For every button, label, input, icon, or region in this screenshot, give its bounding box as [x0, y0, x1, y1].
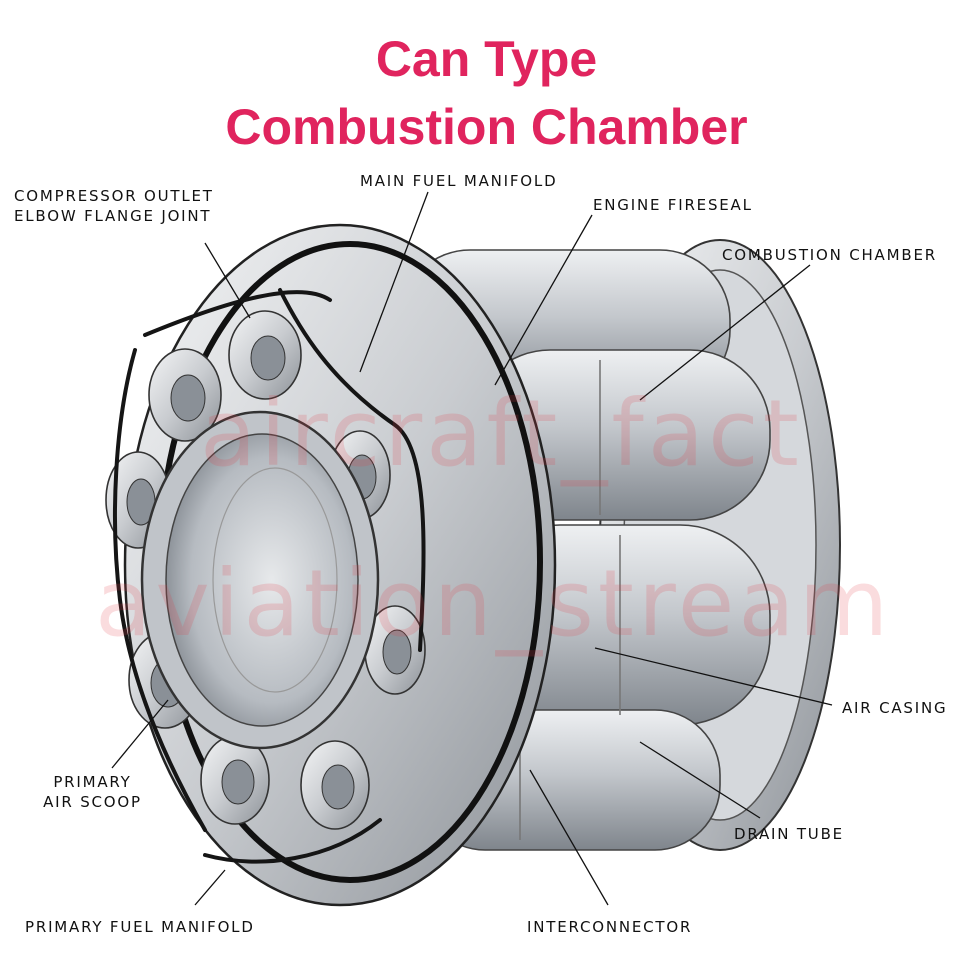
fuel-manifold-pipes — [113, 288, 426, 864]
label-drain-tube: DRAIN TUBE — [734, 825, 844, 843]
title-line-1: Can Type — [375, 31, 598, 87]
label-compressor-outlet-line-2: ELBOW FLANGE JOINT — [14, 207, 212, 226]
leader-lines — [111, 191, 833, 906]
label-interconnector: INTERCONNECTOR — [527, 918, 693, 936]
label-compressor-outlet: COMPRESSOR OUTLET ELBOW FLANGE JOINT — [14, 186, 214, 227]
title-line-2: Combustion Chamber — [225, 99, 748, 155]
label-primary-air-scoop: PRIMARY AIR SCOOP — [30, 772, 155, 813]
label-compressor-outlet-line-1: COMPRESSOR OUTLET — [14, 187, 214, 205]
watermark-line-2: aviation_stream — [95, 550, 893, 657]
label-air-casing: AIR CASING — [842, 699, 948, 717]
watermark-line-1: aircraft_fact — [200, 380, 803, 487]
label-main-fuel-manifold: MAIN FUEL MANIFOLD — [360, 172, 558, 190]
central-bore — [140, 410, 380, 750]
label-primary-fuel-manifold: PRIMARY FUEL MANIFOLD — [25, 918, 255, 936]
label-engine-fireseal: ENGINE FIRESEAL — [593, 196, 753, 214]
label-combustion-chamber: COMBUSTION CHAMBER — [722, 246, 937, 264]
label-primary-air-scoop-line-2: AIR SCOOP — [43, 793, 142, 812]
label-primary-air-scoop-line-1: PRIMARY — [53, 773, 132, 791]
